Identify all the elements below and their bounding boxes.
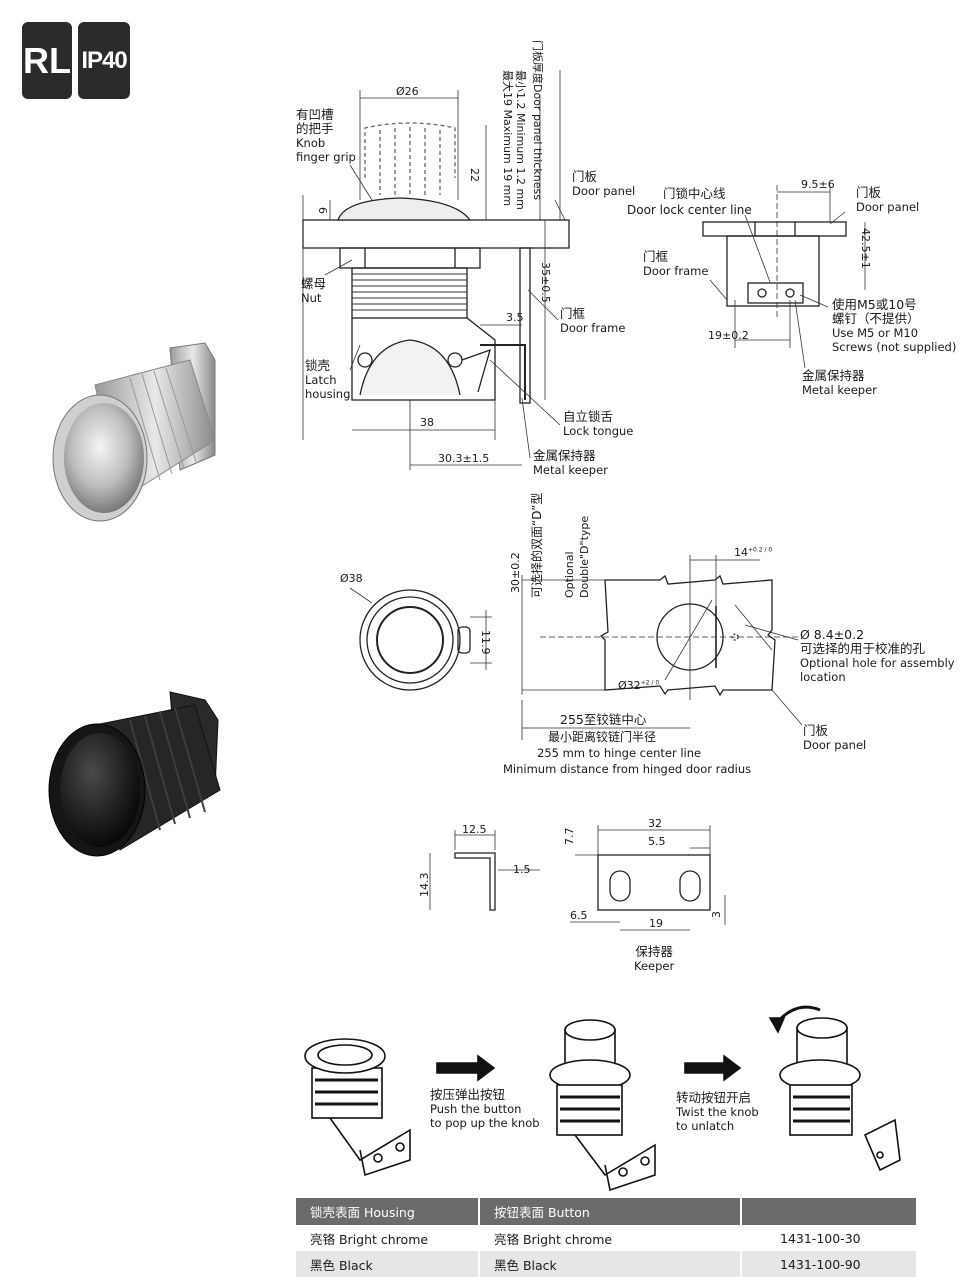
- dim-diameter-26: Ø26: [396, 85, 419, 98]
- dim-5-5: 5.5: [648, 835, 666, 848]
- dim-19-0-2: 19±0.2: [708, 329, 749, 342]
- dim-diameter-38: Ø38: [340, 572, 363, 585]
- dim-12-5: 12.5: [462, 823, 487, 836]
- door-lock-centerline-label: 门锁中心线: [663, 186, 726, 201]
- dim-6-5: 6.5: [570, 909, 588, 922]
- assembly-hole-label: Ø 8.4±0.2 可选择的用于校准的孔 Optional hole for a…: [800, 627, 955, 685]
- table-row: 亮铬 Bright chrome 亮铬 Bright chrome 1431-1…: [296, 1225, 916, 1251]
- dim-30-3: 30.3±1.5: [438, 452, 490, 465]
- series-badge: RL: [22, 22, 72, 99]
- dim-32: 32: [648, 817, 662, 830]
- table-header-row: 锁壳表面 Housing 按钮表面 Button: [296, 1198, 916, 1225]
- door-lock-centerline-en: Door lock center line: [627, 203, 752, 217]
- part-number-cell: 1431-100-90: [741, 1251, 916, 1277]
- ip-rating-badge: IP40: [78, 22, 130, 99]
- dim-19-keeper: 19: [649, 917, 663, 930]
- housing-cell: 亮铬 Bright chrome: [296, 1225, 480, 1251]
- part-number-cell: 1431-100-30: [741, 1225, 916, 1251]
- dim-14: 14+0.2 / 0: [734, 546, 773, 559]
- dim-38: 38: [420, 416, 434, 429]
- dim-3-5: 3.5: [506, 311, 524, 324]
- button-column-header: 按钮表面 Button: [479, 1198, 742, 1225]
- dim-diameter-32: Ø32+2 / 0: [618, 679, 660, 692]
- button-cell: 亮铬 Bright chrome: [479, 1225, 742, 1251]
- dim-9-5: 9.5±6: [801, 178, 835, 191]
- housing-cell: 黑色 Black: [296, 1251, 480, 1277]
- housing-column-header: 锁壳表面 Housing: [296, 1198, 480, 1225]
- hinge-radius-cn-label: 最小距离铰链门半径: [548, 730, 657, 744]
- hinge-distance-en-label: 255 mm to hinge center line: [537, 746, 702, 760]
- part-number-column-header: [741, 1198, 916, 1225]
- button-cell: 黑色 Black: [479, 1251, 742, 1277]
- hinge-distance-cn-label: 255至铰链中心: [560, 712, 647, 727]
- dim-1-5: 1.5: [513, 863, 531, 876]
- part-number-table: 锁壳表面 Housing 按钮表面 Button 亮铬 Bright chrom…: [296, 1198, 916, 1277]
- table-row: 黑色 Black 黑色 Black 1431-100-90: [296, 1251, 916, 1277]
- hinge-radius-en-label: Minimum distance from hinged door radius: [503, 762, 752, 776]
